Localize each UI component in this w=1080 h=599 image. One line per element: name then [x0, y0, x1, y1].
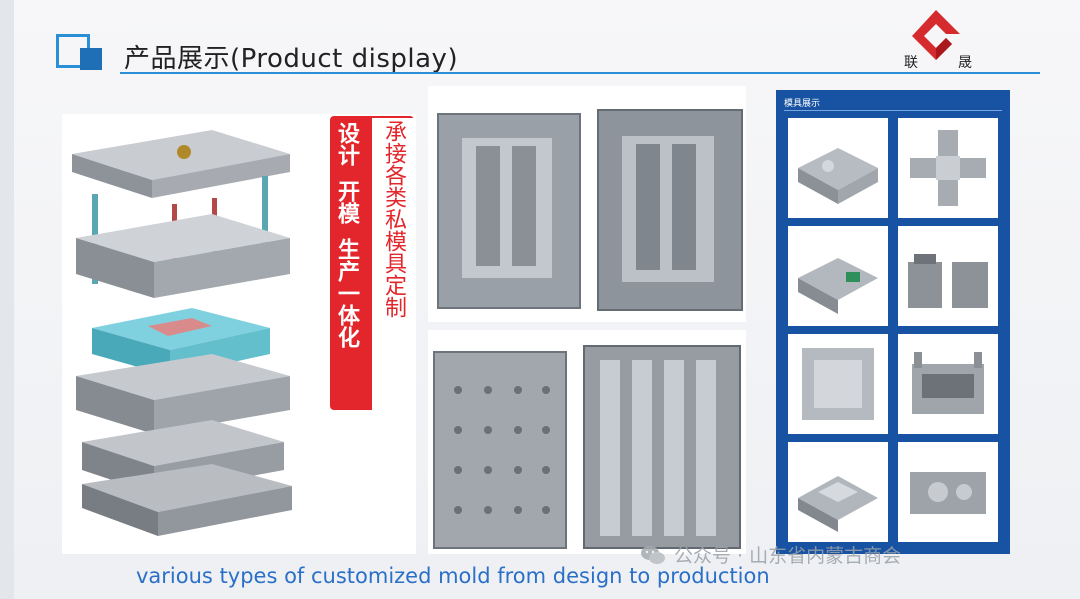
banner-text-design: 设计 [334, 122, 359, 166]
mold-photo-bottom [428, 330, 746, 554]
left-edge-strip [0, 0, 14, 599]
bottom-caption: various types of customized mold from de… [136, 564, 770, 588]
catalog-item-image [912, 352, 984, 414]
catalog-item [898, 118, 998, 218]
logo-wordmark: 联 晟 [904, 52, 972, 72]
banner-text-production: 生产一体化 [334, 238, 359, 348]
banner-text-open-mold: 开模 [334, 180, 359, 224]
logo-char-left: 联 [904, 55, 918, 71]
catalog-item [898, 334, 998, 434]
catalog-header: 模具展示 [784, 99, 821, 109]
exploded-mold-image [72, 130, 292, 536]
mold-photo-bottom-image [433, 345, 741, 549]
catalog-item-image [910, 130, 986, 206]
promo-vertical-caption: 承接各类私模具定制 [372, 118, 416, 414]
catalog-item-image [798, 476, 878, 532]
mold-photo-top-image [437, 109, 743, 311]
wechat-watermark: 公众号 · 山东省内蒙古商会 [640, 541, 901, 568]
mold-catalog-panel: 模具展示 [776, 90, 1010, 554]
catalog-item [898, 442, 998, 542]
title-decoration-filled-square [80, 48, 102, 70]
catalog-item-image [798, 148, 878, 204]
catalog-item [788, 226, 888, 326]
catalog-item-image [908, 254, 988, 308]
catalog-item-image [798, 258, 878, 314]
promo-vertical-text: 承接各类私模具定制 [381, 120, 406, 318]
page-title: 产品展示(Product display) [124, 44, 459, 74]
catalog-item [898, 226, 998, 326]
watermark-text: 公众号 · 山东省内蒙古商会 [674, 545, 902, 567]
mold-photo-top [428, 86, 746, 322]
catalog-item [788, 334, 888, 434]
catalog-item-image [910, 472, 986, 514]
title-underline [120, 72, 1040, 74]
catalog-item [788, 118, 888, 218]
logo-char-right: 晟 [958, 55, 972, 71]
catalog-item-image [802, 348, 874, 420]
catalog-item [788, 442, 888, 542]
wechat-icon [641, 545, 665, 564]
catalog-header-divider [784, 110, 1002, 111]
company-logo-icon [912, 10, 960, 60]
